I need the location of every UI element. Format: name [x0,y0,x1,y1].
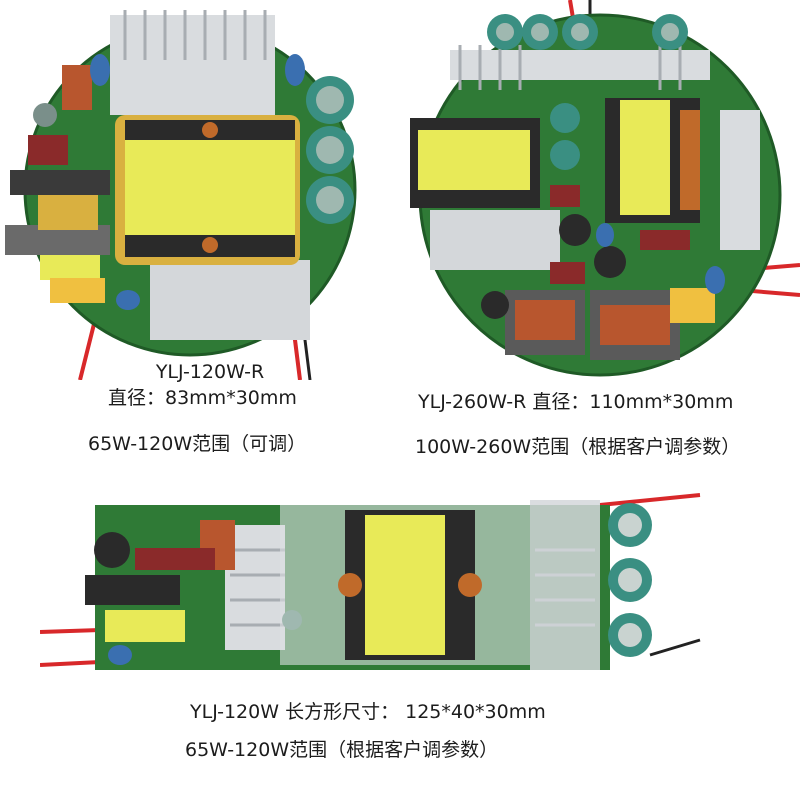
caption-model-size-120w-rect: YLJ-120W 长方形尺寸： 125*40*30mm [190,701,546,723]
caption-model-120w-r: YLJ-120W-R [155,361,265,383]
caption-model-size-260w-r: YLJ-260W-R 直径：110mm*30mm [418,391,734,413]
caption-range-260w-r: 100W-260W范围（根据客户调参数） [415,436,741,458]
photo-round-driver-260w [400,0,800,385]
caption-range-120w-r: 65W-120W范围（可调） [88,433,307,455]
caption-range-120w-rect: 65W-120W范围（根据客户调参数） [185,739,499,761]
caption-size-120w-r: 直径：83mm*30mm [108,387,297,409]
photo-round-driver-120w [0,0,370,380]
photo-rectangular-driver-120w [40,490,760,680]
